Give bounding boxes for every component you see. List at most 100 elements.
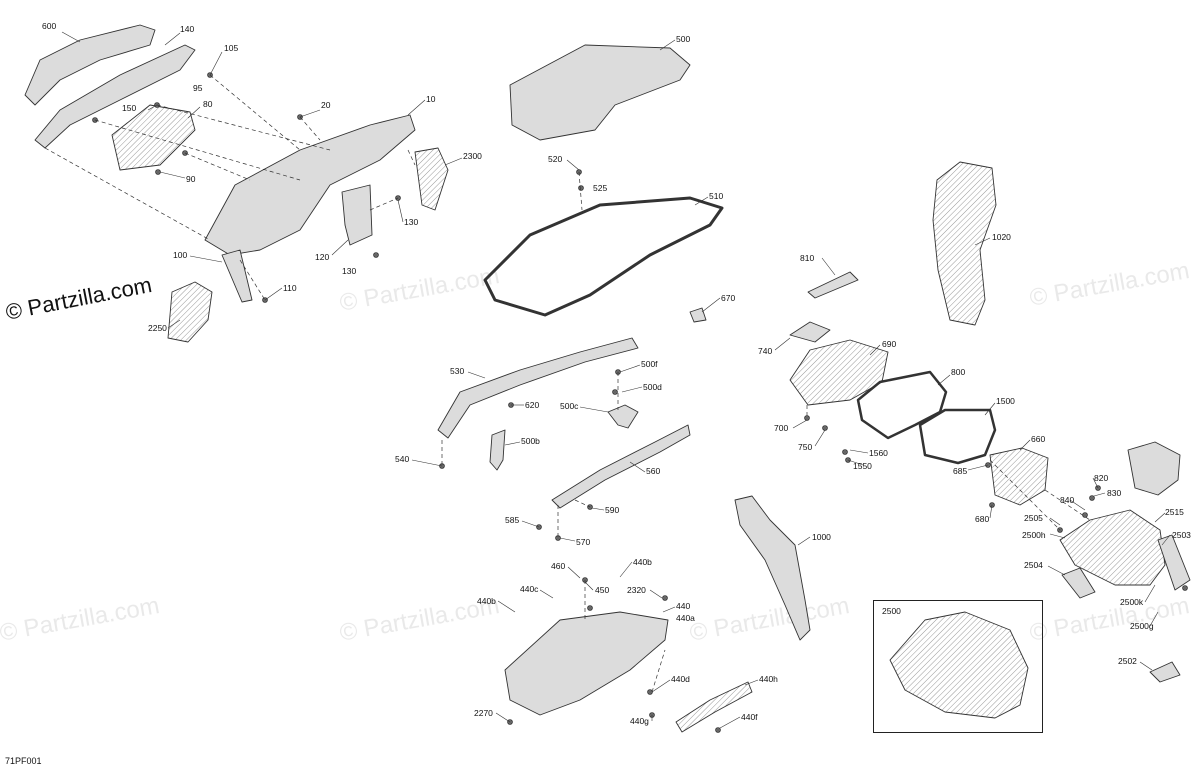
- document-id: 71PF001: [5, 756, 42, 766]
- part-2504-trim: [1061, 567, 1096, 599]
- callout-2502: 2502: [1118, 656, 1137, 666]
- part-80-panel: [111, 104, 196, 171]
- part-140-bar: [34, 44, 196, 149]
- inset-label: 2500: [882, 606, 901, 616]
- callout-820: 820: [1094, 473, 1109, 483]
- callout-150: 150: [122, 103, 137, 113]
- part-810-strip: [807, 271, 859, 299]
- callout-100: 100: [173, 250, 188, 260]
- callout-450: 450: [595, 585, 610, 595]
- callout-2500h: 2500h: [1022, 530, 1046, 540]
- part-1500-frame: [918, 408, 997, 465]
- callout-1020: 1020: [992, 232, 1011, 242]
- callout-750: 750: [798, 442, 813, 452]
- callout-2503: 2503: [1172, 530, 1191, 540]
- callout-440a: 440a: [676, 613, 695, 623]
- part-2300-vent: [414, 147, 449, 211]
- callout-130-b: 130: [342, 266, 357, 276]
- detail-inset-box: [873, 600, 1043, 733]
- part-100-bracket: [221, 249, 253, 303]
- callout-90: 90: [186, 174, 196, 184]
- callout-95: 95: [193, 83, 203, 93]
- part-10-dash-frame: [204, 114, 416, 256]
- callout-810: 810: [800, 253, 815, 263]
- callout-570: 570: [576, 537, 591, 547]
- callout-2320: 2320: [627, 585, 646, 595]
- callout-440d: 440d: [671, 674, 690, 684]
- callout-80: 80: [203, 99, 213, 109]
- part-2515-cover: [1127, 441, 1181, 496]
- callout-10: 10: [426, 94, 436, 104]
- callout-2270: 2270: [474, 708, 493, 718]
- part-740-bracket: [789, 321, 831, 343]
- callout-1560: 1560: [869, 448, 888, 458]
- callout-685: 685: [953, 466, 968, 476]
- assembly-lines: [44, 74, 1091, 693]
- callout-2504: 2504: [1024, 560, 1043, 570]
- callout-120: 120: [315, 252, 330, 262]
- part-530-rail: [437, 337, 639, 439]
- callout-600: 600: [42, 21, 57, 31]
- callout-500b: 500b: [521, 436, 540, 446]
- callout-440c: 440c: [520, 584, 539, 594]
- callout-500: 500: [676, 34, 691, 44]
- callout-590: 590: [605, 505, 620, 515]
- callout-440b-b: 440b: [477, 596, 496, 606]
- callout-20: 20: [321, 100, 331, 110]
- callout-460: 460: [551, 561, 566, 571]
- callout-130-a: 130: [404, 217, 419, 227]
- part-2500-housing: [1059, 509, 1166, 586]
- part-560-rail: [551, 424, 691, 509]
- part-440h-rail: [675, 681, 753, 733]
- part-500b-clip: [489, 429, 506, 471]
- callout-560: 560: [646, 466, 661, 476]
- callout-680: 680: [975, 514, 990, 524]
- callout-440: 440: [676, 601, 691, 611]
- callout-510: 510: [709, 191, 724, 201]
- callout-500c: 500c: [560, 401, 579, 411]
- callout-520: 520: [548, 154, 563, 164]
- callout-440f: 440f: [741, 712, 758, 722]
- callout-740: 740: [758, 346, 773, 356]
- leader-lines: [61, 31, 1171, 729]
- part-440-tray: [504, 611, 669, 716]
- callout-440b-a: 440b: [633, 557, 652, 567]
- callout-585: 585: [505, 515, 520, 525]
- callout-800: 800: [951, 367, 966, 377]
- callout-110: 110: [283, 283, 297, 293]
- callout-620: 620: [525, 400, 540, 410]
- callout-140: 140: [180, 24, 195, 34]
- part-510-frame: [483, 196, 724, 317]
- part-2503-trim: [1157, 534, 1191, 591]
- part-500-cover: [509, 44, 691, 141]
- callout-1500: 1500: [996, 396, 1015, 406]
- part-120-bracket: [341, 184, 373, 246]
- callout-700: 700: [774, 423, 789, 433]
- part-1020-tall-panel: [932, 161, 997, 326]
- callout-525: 525: [593, 183, 608, 193]
- callout-105: 105: [224, 43, 239, 53]
- callout-2300: 2300: [463, 151, 482, 161]
- part-1000-side-panel: [734, 495, 811, 641]
- part-500c-bracket: [607, 404, 639, 429]
- part-660-bracket: [989, 447, 1049, 506]
- callout-500f: 500f: [641, 359, 658, 369]
- callout-1550: 1550: [853, 461, 872, 471]
- part-600-trim: [24, 24, 156, 106]
- part-670-clip: [689, 307, 707, 323]
- callout-540: 540: [395, 454, 410, 464]
- callout-670: 670: [721, 293, 736, 303]
- part-2250-panel: [167, 281, 213, 343]
- callout-2250: 2250: [148, 323, 167, 333]
- callout-440g: 440g: [630, 716, 649, 726]
- part-690-dash-pod: [789, 339, 889, 406]
- callout-2515: 2515: [1165, 507, 1184, 517]
- callout-1000: 1000: [812, 532, 831, 542]
- callout-2505: 2505: [1024, 513, 1043, 523]
- callout-690: 690: [882, 339, 897, 349]
- callout-660: 660: [1031, 434, 1046, 444]
- callout-2500g: 2500g: [1130, 621, 1154, 631]
- part-2500-inset-housing: [889, 611, 1029, 719]
